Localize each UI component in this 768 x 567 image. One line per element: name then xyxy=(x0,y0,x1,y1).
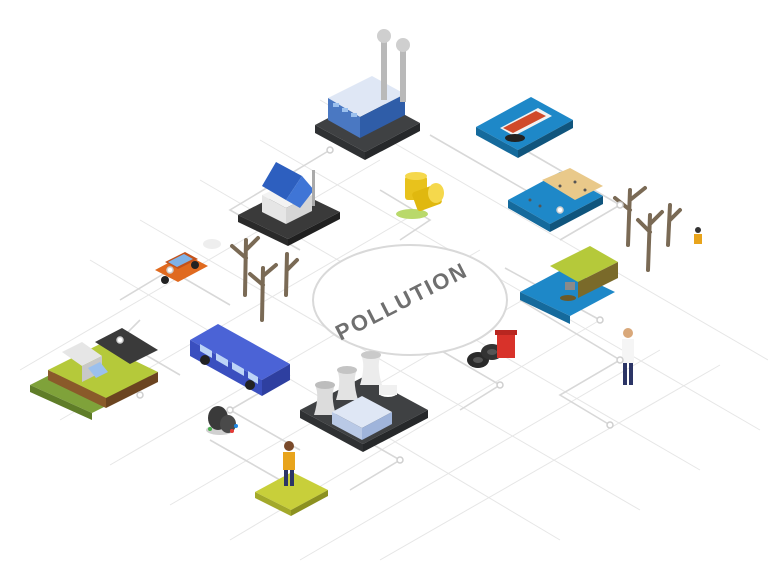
tires-and-bin xyxy=(467,330,517,368)
factory-smokestacks xyxy=(315,29,420,160)
car-exhaust xyxy=(155,239,221,284)
sewage-discharge xyxy=(520,246,618,324)
dead-trees-left xyxy=(230,236,299,322)
bus-emissions xyxy=(190,324,290,396)
house-solar-panel xyxy=(238,162,340,246)
garbage-bags xyxy=(206,406,238,435)
person-on-polluted-ground xyxy=(255,441,328,516)
toxic-waste-barrels xyxy=(396,172,444,219)
small-figure-right xyxy=(694,227,702,244)
oil-spill-tanker xyxy=(476,97,573,158)
center-ellipse: POLLUTION xyxy=(312,244,508,356)
person-coughing-smog xyxy=(622,328,634,385)
power-plant-cooling-towers xyxy=(300,351,428,452)
dead-trees-right xyxy=(613,186,682,272)
connector-nodes xyxy=(116,146,624,464)
polluted-beach xyxy=(508,168,603,232)
truck-dumping-field xyxy=(30,328,158,420)
